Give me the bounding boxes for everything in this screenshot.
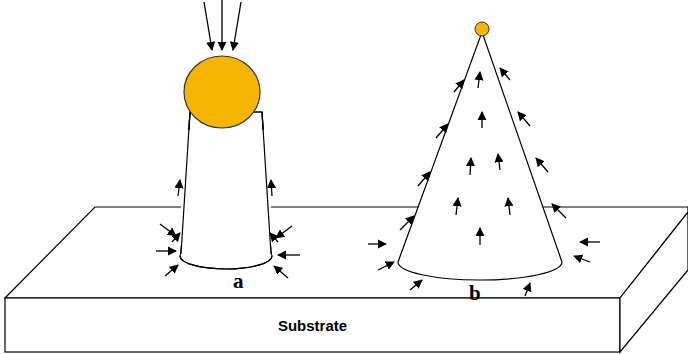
substrate-block: Substrate xyxy=(6,299,619,351)
structure-letter: a xyxy=(233,271,244,292)
substrate-label: Substrate xyxy=(278,317,347,334)
structure-letter: b xyxy=(469,283,481,304)
